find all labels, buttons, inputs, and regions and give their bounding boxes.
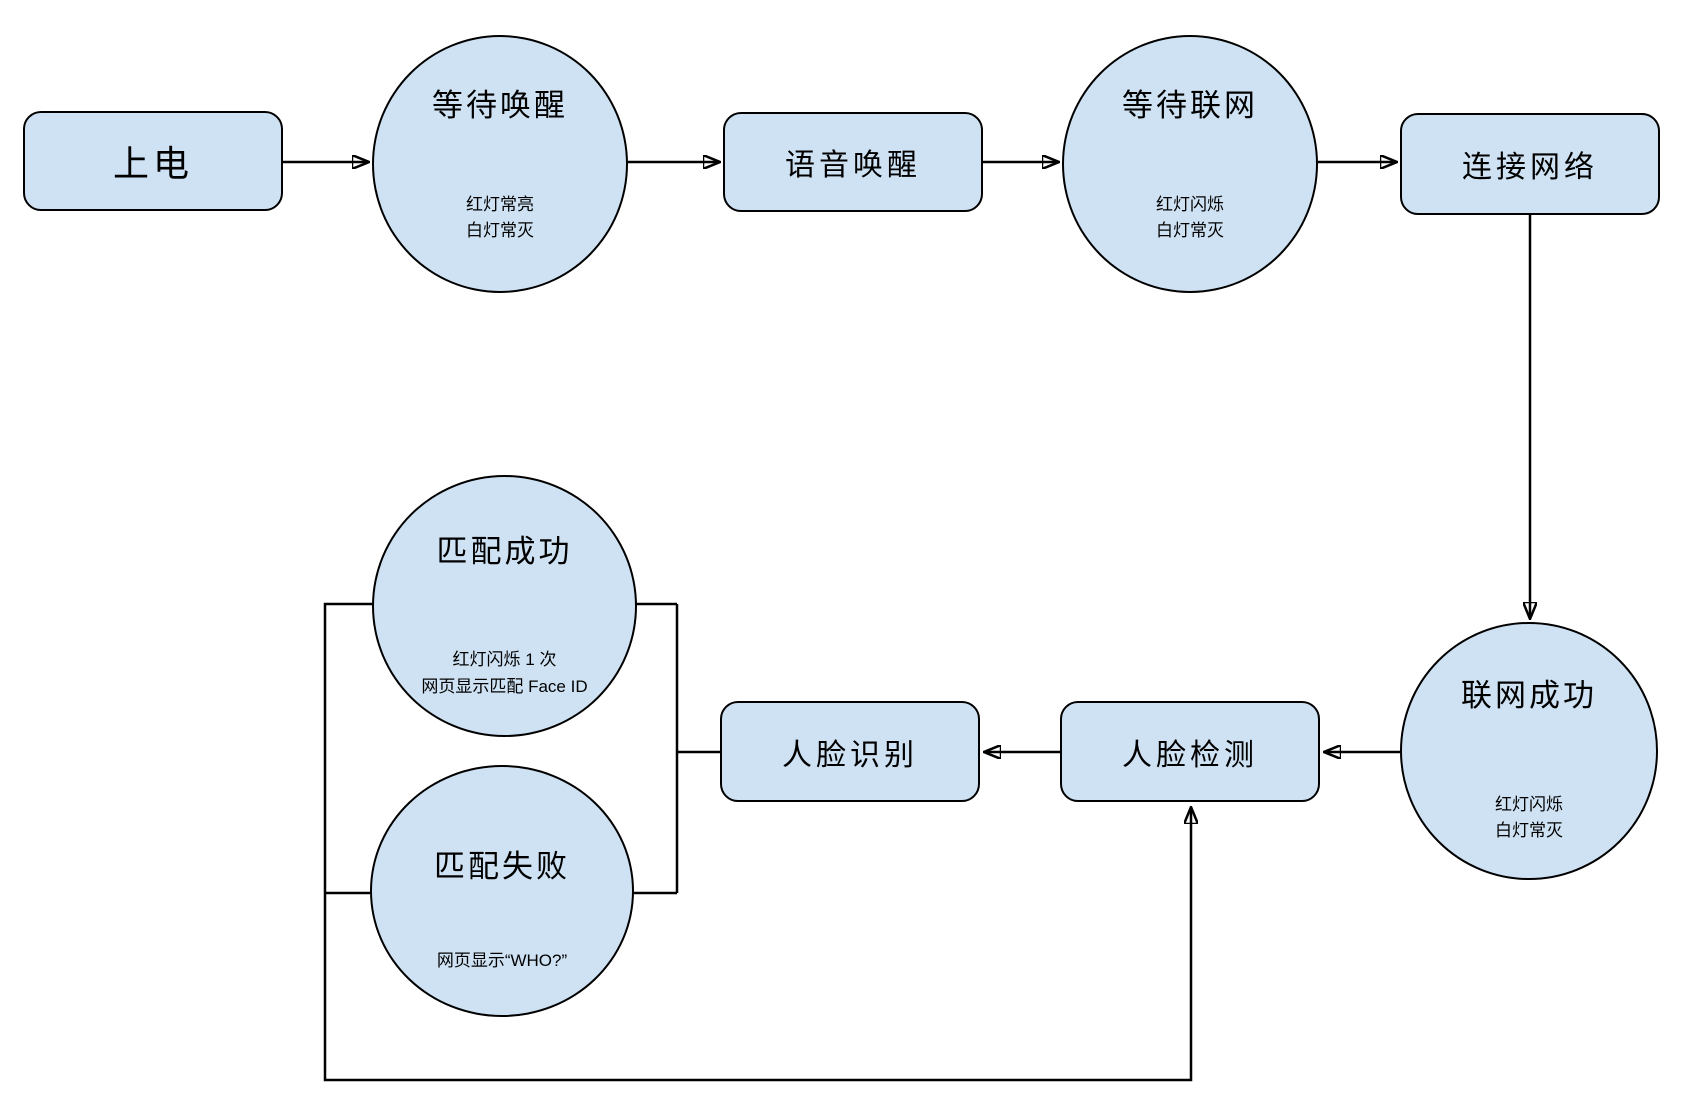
wait-network-status: 红灯闪烁 白灯常灭 [1064, 192, 1316, 245]
wait-network-title: 等待联网 [1122, 88, 1258, 124]
face-recognize-label: 人脸识别 [782, 738, 918, 772]
node-face-detect: 人脸检测 [1060, 701, 1320, 802]
match-success-status-line1: 红灯闪烁 1 次 [452, 650, 557, 670]
match-success-title: 匹配成功 [436, 534, 573, 570]
voice-wake-label: 语音唤醒 [785, 149, 921, 182]
wait-wake-status: 红灯常亮 白灯常灭 [374, 192, 626, 245]
network-success-status-line2: 白灯常灭 [1495, 820, 1563, 840]
match-fail-title: 匹配失败 [434, 849, 570, 885]
network-success-status: 红灯闪烁 白灯常灭 [1402, 792, 1656, 845]
node-network-success: 联网成功 红灯闪烁 白灯常灭 [1400, 622, 1658, 880]
wait-wake-title: 等待唤醒 [432, 88, 568, 124]
node-match-fail: 匹配失败 网页显示“WHO?” [370, 765, 634, 1017]
node-wait-wake: 等待唤醒 红灯常亮 白灯常灭 [372, 35, 628, 293]
connect-network-label: 连接网络 [1462, 151, 1598, 184]
wait-network-status-line2: 白灯常灭 [1156, 221, 1224, 241]
network-success-status-line1: 红灯闪烁 [1495, 794, 1563, 814]
wait-network-status-line1: 红灯闪烁 [1156, 194, 1224, 214]
node-voice-wake: 语音唤醒 [723, 112, 983, 212]
connector-match-success-loop-to-facedetect [323, 602, 1191, 1082]
node-match-success: 匹配成功 红灯闪烁 1 次 网页显示匹配 Face ID [372, 475, 637, 737]
node-wait-network: 等待联网 红灯闪烁 白灯常灭 [1062, 35, 1318, 293]
match-fail-status-line1: 网页显示“WHO?” [436, 951, 568, 971]
network-success-title: 联网成功 [1461, 677, 1597, 713]
node-power-on: 上电 [23, 111, 283, 211]
wait-wake-status-line1: 红灯常亮 [466, 194, 534, 214]
match-success-status-line2: 网页显示匹配 Face ID [421, 676, 588, 696]
match-fail-status: 网页显示“WHO?” [372, 948, 632, 974]
match-success-status: 红灯闪烁 1 次 网页显示匹配 Face ID [374, 647, 635, 700]
face-detect-label: 人脸检测 [1122, 738, 1258, 772]
power-on-label: 上电 [112, 143, 193, 184]
node-connect-network: 连接网络 [1400, 113, 1660, 215]
wait-wake-status-line2: 白灯常灭 [466, 221, 534, 241]
node-face-recognize: 人脸识别 [720, 701, 980, 802]
